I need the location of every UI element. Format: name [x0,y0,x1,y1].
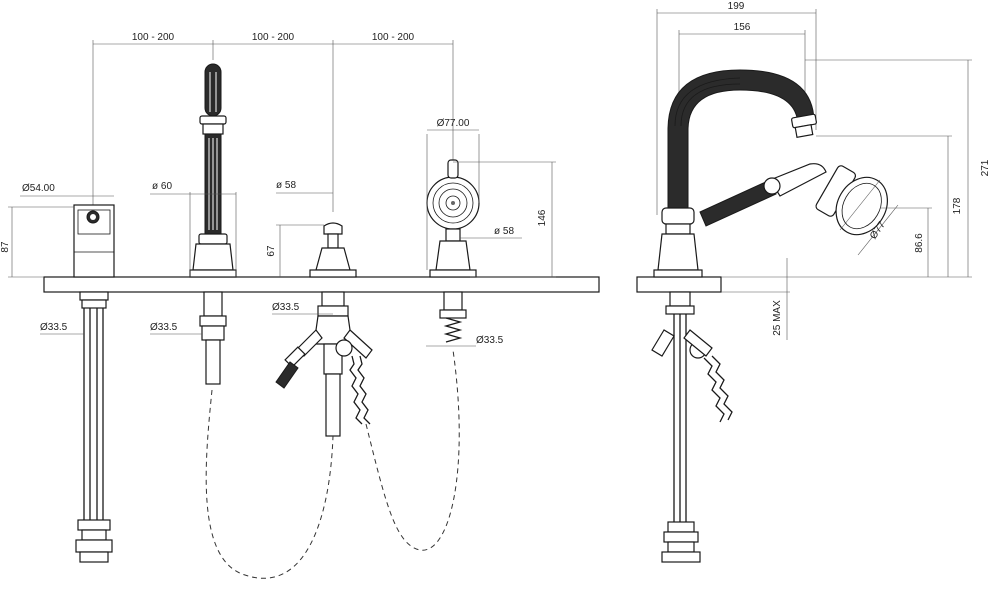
valve: ø 58 67 Ø33.5 [266,180,373,437]
shank-valve-label: Ø33.5 [272,302,300,313]
diverter-diameter: Ø54.00 [22,183,55,194]
spout: ø 60 Ø33.5 [150,63,237,385]
valve-diameter: ø 58 [276,180,296,191]
handshower-head-diameter: Ø77.00 [437,118,470,129]
shank-left-label: Ø33.5 [40,322,68,333]
height-146-label: 146 [537,209,548,226]
spacing-label-1: 100 - 200 [132,32,175,43]
side-view: 199 156 Ø77 271 178 [636,1,991,563]
height-178-label: 178 [952,197,963,214]
diverter: Ø54.00 87 Ø33.5 [0,183,115,563]
spacing-label-2: 100 - 200 [252,32,295,43]
spacing-dimension: 100 - 200 100 - 200 100 - 200 [92,32,454,212]
reach-156-label: 156 [734,22,751,33]
shank-holder-label: Ø33.5 [476,335,504,346]
shank-spout-label: Ø33.5 [150,322,178,333]
side-deck-plate [636,276,722,293]
height-271-label: 271 [980,159,991,176]
width-199-label: 199 [728,1,745,12]
height-86-6-label: 86.6 [914,233,925,253]
spout-diameter: ø 60 [152,181,172,192]
dashed-hose-left [205,389,334,579]
dashed-hose-right [365,349,460,551]
handshower-holder: Ø77.00 146 ø 58 Ø33.5 [426,118,556,347]
height-87-label: 87 [0,241,11,253]
deck-plate [43,276,600,293]
front-view: 100 - 200 100 - 200 100 - 200 Ø54.00 87 [0,32,600,579]
handshower-handle [699,179,777,227]
spacing-label-3: 100 - 200 [372,32,415,43]
height-67-label: 67 [266,245,277,257]
holder-diameter: ø 58 [494,226,514,237]
deck-max-label: 25 MAX [772,300,783,336]
side-handshower-head [815,165,888,236]
